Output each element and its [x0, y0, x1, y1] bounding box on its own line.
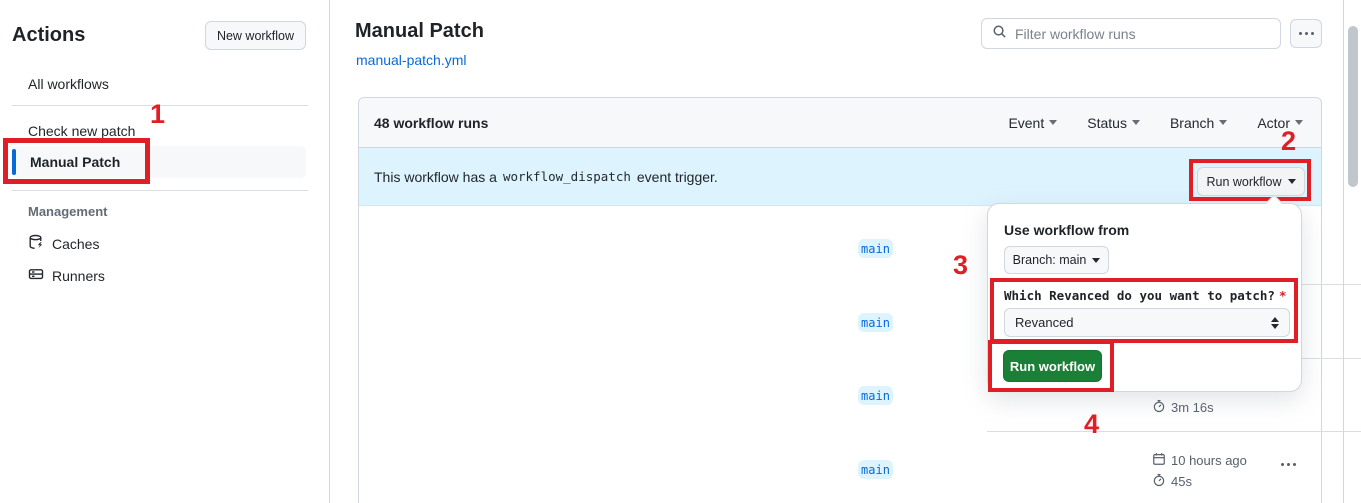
caret-down-icon: [1295, 120, 1303, 125]
sidebar-item-caches-label: Caches: [52, 235, 100, 252]
stopwatch-icon: [1152, 473, 1166, 490]
caret-down-icon: [1049, 120, 1058, 125]
banner-text-pre: This workflow has a: [374, 168, 497, 185]
updown-icon: [1271, 316, 1279, 329]
caret-down-icon: [1219, 120, 1228, 125]
branch-badge[interactable]: main: [858, 313, 893, 332]
scrollbar-thumb[interactable]: [1348, 26, 1358, 187]
sidebar-divider: [12, 105, 308, 106]
sidebar-item-all-workflows[interactable]: All workflows: [28, 76, 109, 92]
filter-status[interactable]: Status: [1087, 115, 1140, 131]
filter-actor[interactable]: Actor: [1257, 115, 1303, 131]
workflow-file-link[interactable]: manual-patch.yml: [356, 52, 467, 68]
run-workflow-dialog: Use workflow from Branch: main Which Rev…: [987, 203, 1302, 392]
run-filters: Event Status Branch Actor: [1008, 115, 1303, 131]
run-time: 10 hours ago: [1152, 452, 1247, 469]
filter-event[interactable]: Event: [1008, 115, 1058, 131]
sidebar-item-runners[interactable]: Runners: [28, 266, 105, 285]
database-icon: [28, 234, 44, 253]
filter-runs-searchbox[interactable]: [981, 18, 1281, 49]
kebab-icon: [1298, 32, 1314, 35]
actions-sidebar: Actions New workflow All workflows Check…: [0, 0, 330, 503]
search-input[interactable]: [1015, 25, 1270, 42]
workflow-input-label: Which Revanced do you want to patch?*: [1004, 288, 1287, 303]
dialog-heading: Use workflow from: [1004, 222, 1130, 238]
stopwatch-icon: [1152, 399, 1166, 416]
sidebar-item-manual-patch[interactable]: [12, 146, 306, 178]
banner-code: workflow_dispatch: [502, 169, 631, 184]
sidebar-item-runners-label: Runners: [52, 267, 105, 284]
row-divider: [987, 431, 1361, 432]
caret-down-icon: [1131, 120, 1140, 125]
content-right-edge: [1343, 0, 1344, 503]
caret-down-icon: [1287, 179, 1296, 184]
runs-table-header: 48 workflow runs Event Status Branch Act…: [359, 98, 1321, 148]
sidebar-divider: [12, 190, 308, 191]
run-options-kebab-icon[interactable]: [1281, 463, 1296, 466]
branch-badge[interactable]: main: [858, 239, 893, 258]
required-marker: *: [1278, 288, 1287, 303]
runs-count: 48 workflow runs: [374, 114, 489, 131]
run-workflow-submit-button[interactable]: Run workflow: [1003, 350, 1102, 382]
branch-selector-button[interactable]: Branch: main: [1004, 246, 1109, 274]
banner-text-post: event trigger.: [636, 168, 718, 185]
revanced-select[interactable]: Revanced: [1004, 308, 1290, 337]
search-icon: [992, 24, 1007, 44]
calendar-icon: [1152, 452, 1166, 469]
new-workflow-button[interactable]: New workflow: [205, 21, 306, 50]
sidebar-title: Actions: [12, 24, 86, 46]
selected-indicator-bar: [12, 149, 16, 175]
branch-badge[interactable]: main: [858, 386, 893, 405]
caret-down-icon: [1092, 257, 1101, 263]
run-workflow-dropdown-button[interactable]: Run workflow: [1197, 167, 1305, 196]
filter-branch[interactable]: Branch: [1170, 115, 1228, 131]
page-title: Manual Patch: [355, 20, 484, 42]
server-icon: [28, 266, 44, 285]
select-value: Revanced: [1015, 315, 1074, 330]
management-heading: Management: [28, 204, 108, 219]
run-duration: 3m 16s: [1152, 399, 1214, 416]
branch-badge[interactable]: main: [858, 460, 893, 479]
workflow-dispatch-banner: This workflow has a workflow_dispatch ev…: [359, 148, 1321, 206]
run-duration: 45s: [1152, 473, 1192, 490]
workflow-options-button[interactable]: [1290, 19, 1322, 48]
sidebar-item-caches[interactable]: Caches: [28, 234, 99, 253]
sidebar-item-manual-patch-label: Manual Patch: [30, 154, 121, 170]
sidebar-item-check-new-patch[interactable]: Check new patch: [28, 123, 136, 139]
